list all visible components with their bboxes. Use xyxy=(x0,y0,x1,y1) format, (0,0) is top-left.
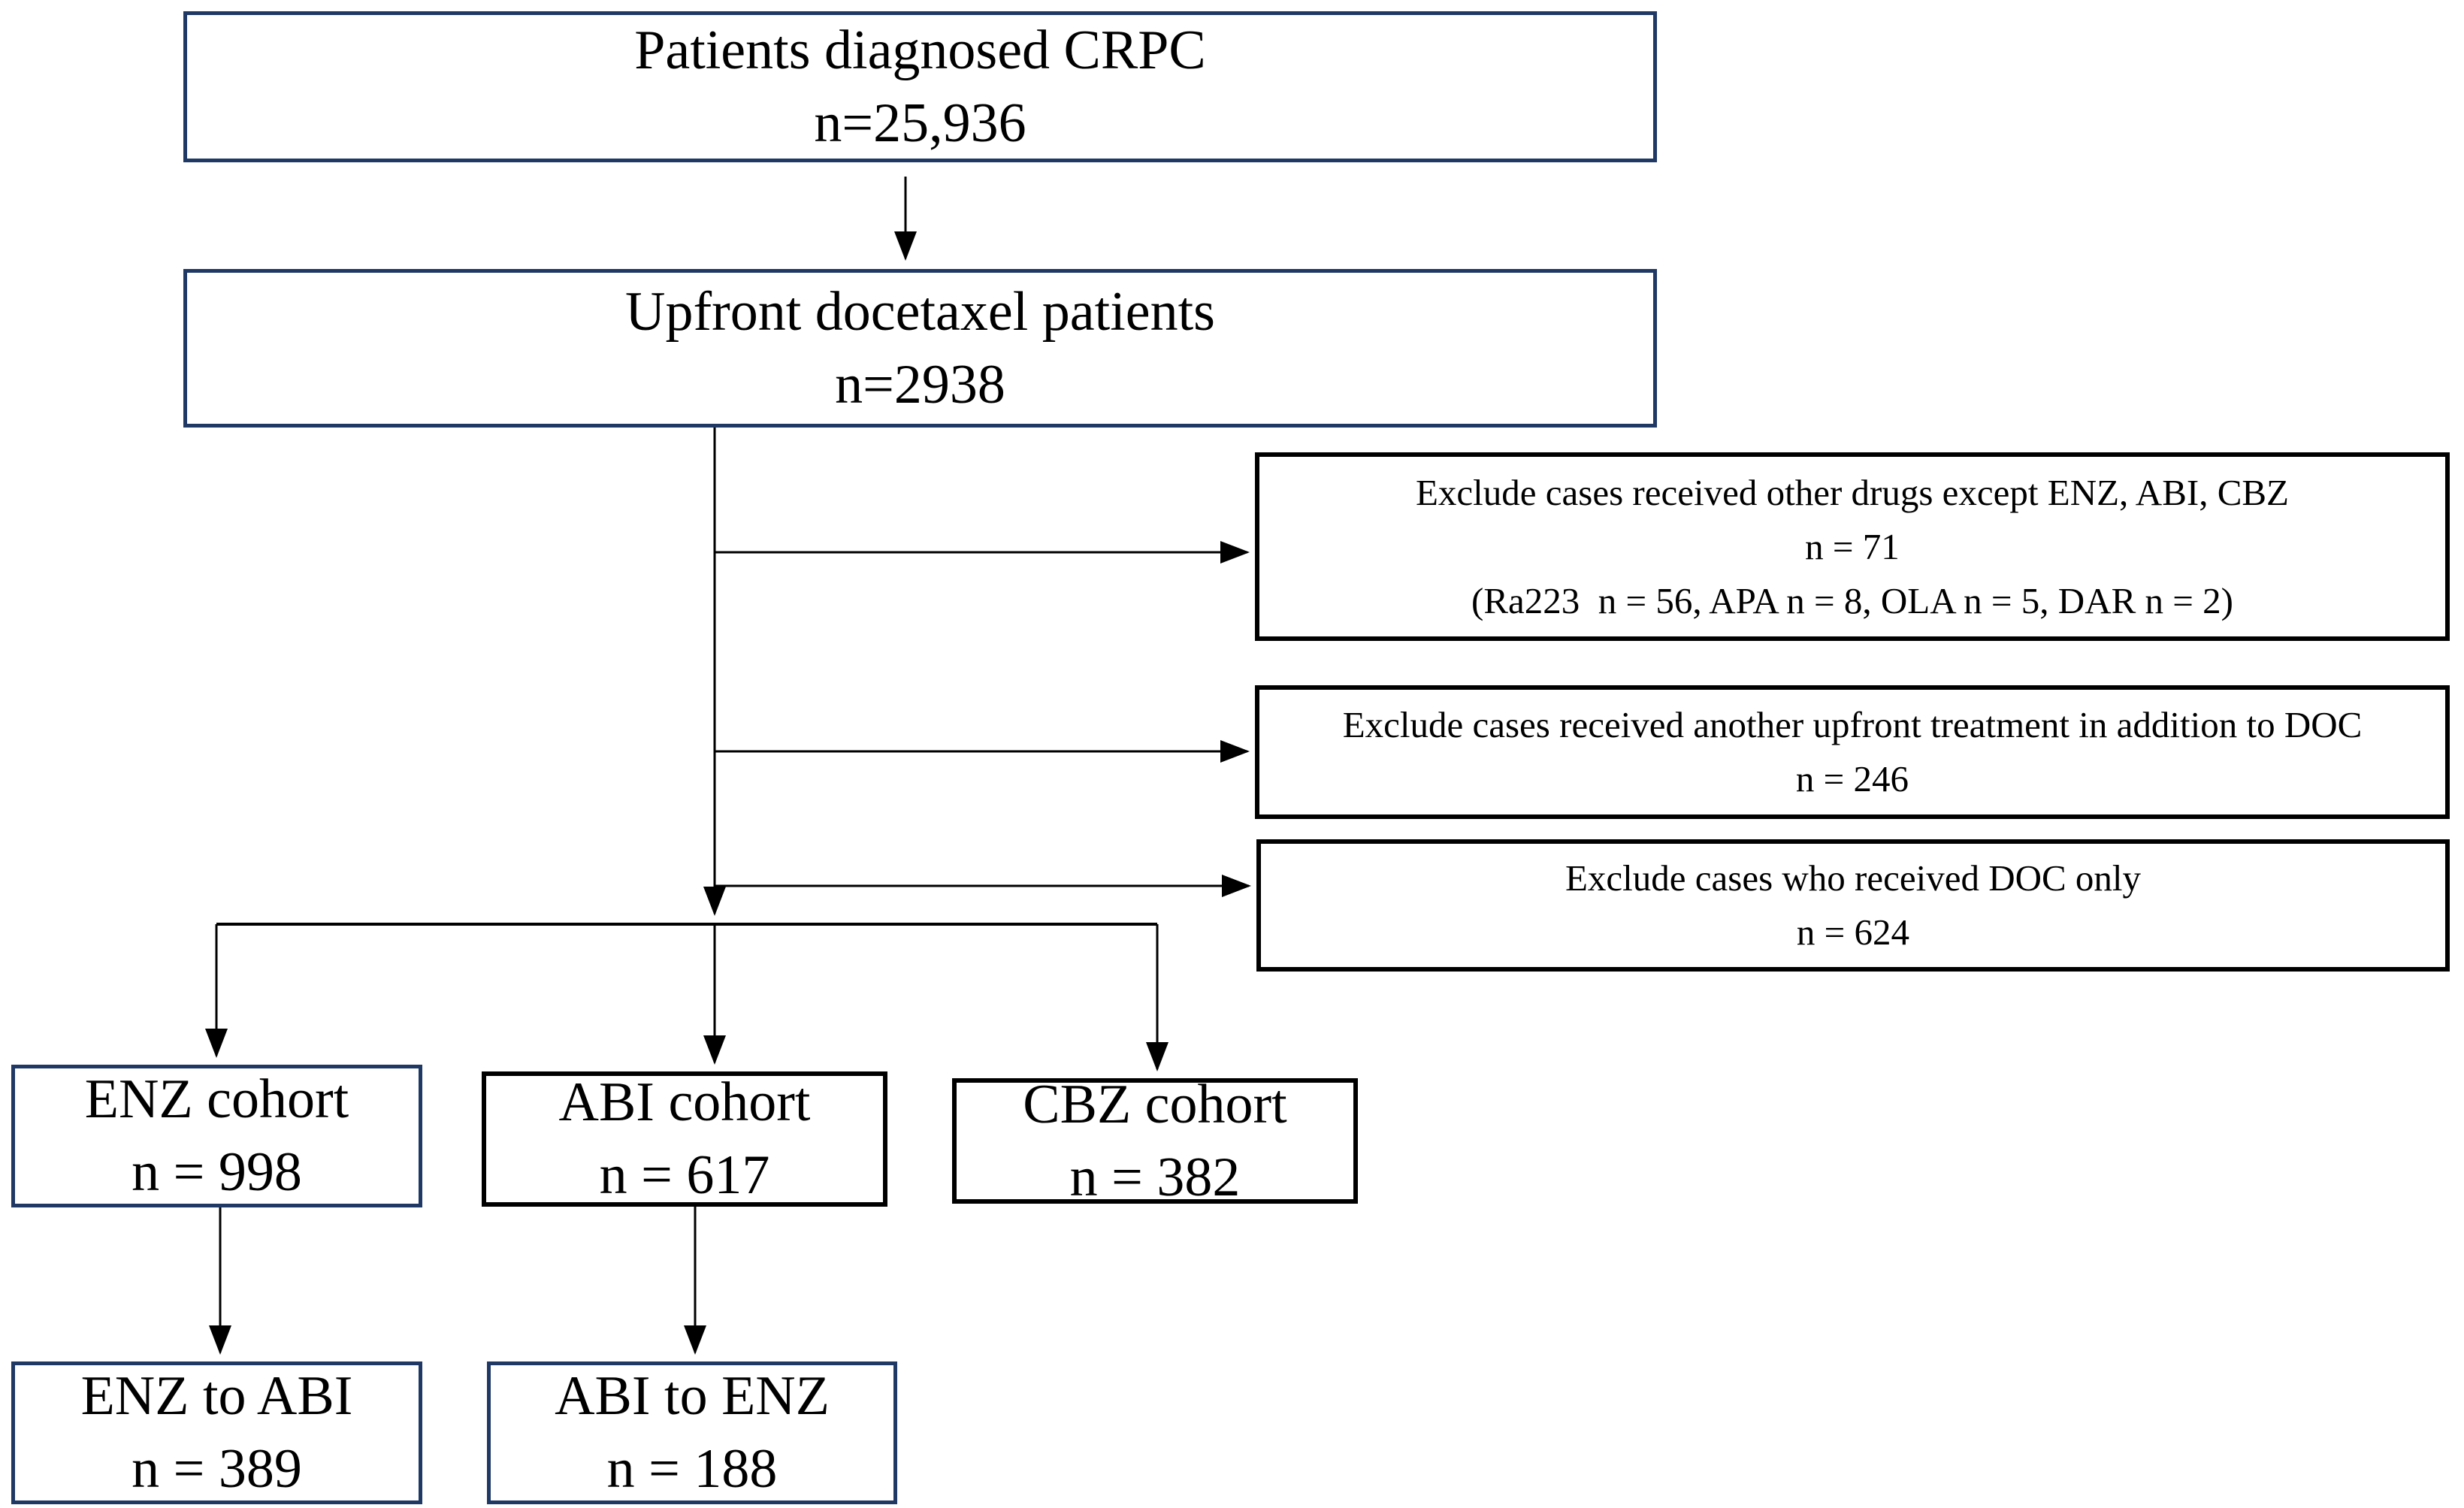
box-exclude-doc-only: Exclude cases who received DOC only n = … xyxy=(1256,839,2450,972)
box-abi-to-enz-label: ABI to ENZ xyxy=(555,1365,830,1427)
box-exclude-additional-treatment-count: n = 246 xyxy=(1795,758,1909,799)
box-exclude-doc-only-label: Exclude cases who received DOC only xyxy=(1565,857,2142,899)
box-patients-diagnosed-crpc-label: Patients diagnosed CRPC xyxy=(634,19,1206,81)
box-exclude-other-drugs-breakdown: (Ra223 n = 56, APA n = 8, OLA n = 5, DAR… xyxy=(1471,579,2233,621)
box-enz-to-abi: ENZ to ABI n = 389 xyxy=(11,1361,422,1504)
box-exclude-doc-only-count: n = 624 xyxy=(1796,911,1910,953)
box-cbz-cohort-label: CBZ cohort xyxy=(1023,1073,1287,1135)
box-abi-cohort-count: n = 617 xyxy=(599,1144,770,1206)
box-exclude-other-drugs-label: Exclude cases received other drugs excep… xyxy=(1415,471,2289,513)
box-exclude-additional-treatment-label: Exclude cases received another upfront t… xyxy=(1342,704,2363,745)
box-abi-to-enz: ABI to ENZ n = 188 xyxy=(487,1361,897,1504)
box-patients-diagnosed-crpc-count: n=25,936 xyxy=(814,92,1026,154)
box-enz-to-abi-label: ENZ to ABI xyxy=(80,1365,353,1427)
box-cbz-cohort: CBZ cohort n = 382 xyxy=(952,1074,1358,1208)
box-enz-cohort-count: n = 998 xyxy=(132,1141,302,1203)
box-patients-diagnosed-crpc: Patients diagnosed CRPC n=25,936 xyxy=(183,11,1657,162)
box-exclude-additional-treatment: Exclude cases received another upfront t… xyxy=(1255,685,2450,819)
box-cbz-cohort-count: n = 382 xyxy=(1069,1146,1241,1208)
box-upfront-docetaxel-count: n=2938 xyxy=(835,353,1005,416)
box-enz-to-abi-count: n = 389 xyxy=(132,1438,302,1500)
box-upfront-docetaxel-label: Upfront docetaxel patients xyxy=(625,280,1215,343)
box-enz-cohort-label: ENZ cohort xyxy=(84,1068,349,1130)
box-abi-to-enz-count: n = 188 xyxy=(606,1438,778,1500)
box-exclude-other-drugs: Exclude cases received other drugs excep… xyxy=(1255,452,2450,641)
box-abi-cohort: ABI cohort n = 617 xyxy=(482,1071,887,1207)
box-exclude-other-drugs-count: n = 71 xyxy=(1805,525,1900,567)
box-upfront-docetaxel: Upfront docetaxel patients n=2938 xyxy=(183,269,1657,428)
box-abi-cohort-label: ABI cohort xyxy=(558,1071,811,1133)
box-enz-cohort: ENZ cohort n = 998 xyxy=(11,1065,422,1207)
